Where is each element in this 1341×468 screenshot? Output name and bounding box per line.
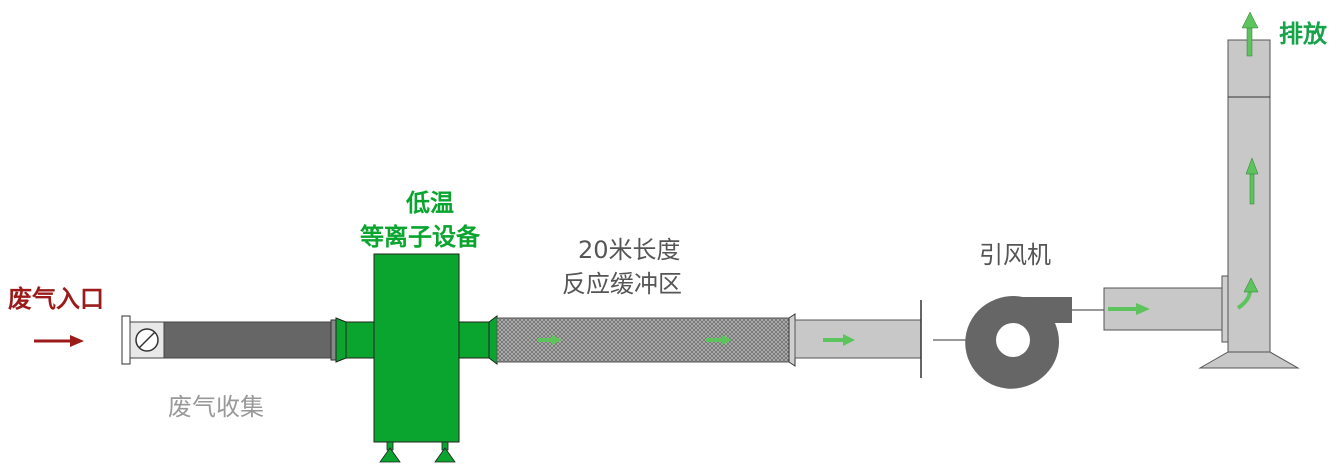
outlet-duct	[794, 300, 1010, 378]
buffer-label-line2: 反应缓冲区	[562, 270, 682, 298]
plasma-label-line1: 低温	[405, 189, 454, 217]
damper-valve-icon	[135, 328, 159, 352]
buffer-label-line1: 20米长度	[578, 236, 681, 264]
centrifugal-fan-icon	[965, 296, 1104, 389]
collection-label: 废气收集	[168, 393, 264, 421]
plasma-equipment	[335, 253, 498, 463]
flow-arrow-icon	[706, 335, 732, 345]
stack-inlet-duct	[1103, 275, 1231, 343]
plasma-label-line2: 等离子设备	[360, 223, 481, 251]
inlet-label: 废气入口	[8, 284, 104, 313]
fan-label: 引风机	[979, 241, 1051, 269]
exhaust-stack	[1198, 11, 1300, 369]
inlet-arrow	[34, 335, 84, 347]
flow-arrow-icon	[538, 335, 562, 345]
exhaust-label: 排放	[1279, 19, 1328, 48]
